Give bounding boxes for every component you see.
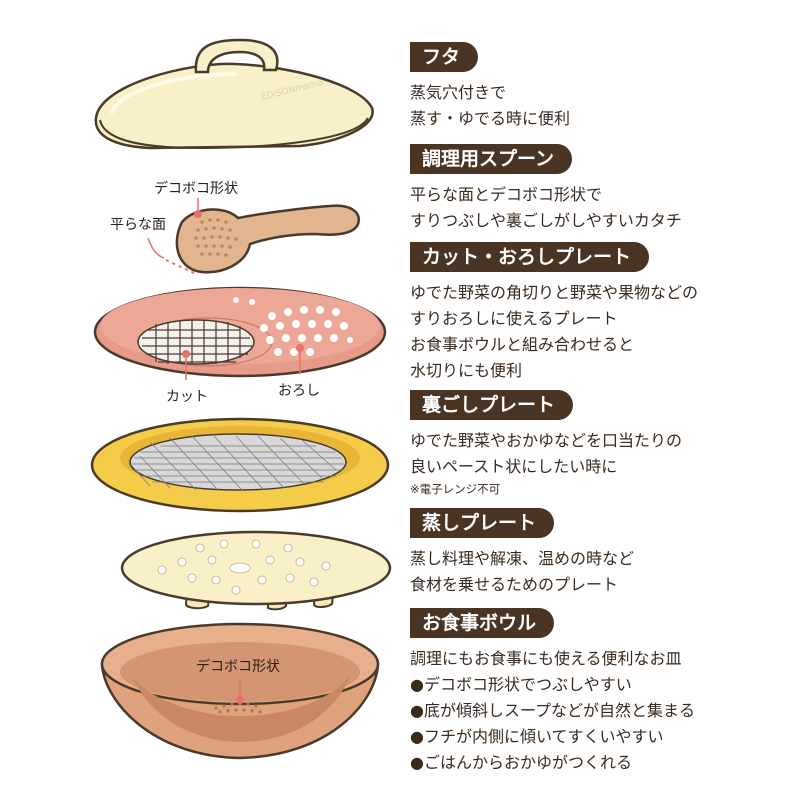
lid-illustration: EDISONmama (94, 38, 374, 150)
section-line: 食材を乗せるためのプレート (410, 575, 619, 594)
section-line: 調理にもお食事にも使える便利なお皿 (410, 649, 682, 668)
spoon-bumpy-label: デコボコ形状 (154, 181, 238, 197)
product-parts-illustration: EDISONmama (90, 38, 392, 760)
spoon-flat-label: 平らな面 (110, 217, 166, 233)
section-title: 調理用スプーン (410, 144, 573, 174)
section-line: すりつぶしや裏ごしがしやすいカタチ (410, 211, 682, 230)
section-line: 蒸気穴付きで (410, 83, 507, 102)
grate-label: おろし (278, 383, 320, 399)
section-title: フタ (410, 42, 479, 72)
section-line: ゆでた野菜やおかゆなどを口当たりの (410, 431, 683, 450)
section-title: カット・おろしプレート (410, 242, 650, 272)
bowl-bumpy-label: デコボコ形状 (196, 659, 280, 675)
section-line: 蒸す・ゆでる時に便利 (410, 109, 571, 128)
section-line: 蒸し料理や解凍、温めの時など (410, 549, 635, 568)
section-spoon: 調理用スプーン 平らな面とデコボコ形状で すりつぶしや裏ごしがしやすいカタチ (410, 144, 790, 234)
steam-plate-illustration (120, 530, 392, 611)
section-title: 裏ごしプレート (410, 390, 574, 420)
section-line: すりおろしに使えるプレート (410, 309, 618, 328)
section-line: 平らな面とデコボコ形状で (410, 185, 603, 204)
section-steam-plate: 蒸しプレート 蒸し料理や解凍、温めの時など 食材を乗せるためのプレート (410, 508, 790, 598)
section-line: ●フチが内側に傾いてすくいやすい (410, 727, 664, 746)
section-sieve-plate: 裏ごしプレート ゆでた野菜やおかゆなどを口当たりの 良いペースト状にしたい時に … (410, 390, 790, 498)
section-cut-grate-plate: カット・おろしプレート ゆでた野菜の角切りと野菜や果物などの すりおろしに使える… (410, 242, 790, 384)
section-title: 蒸しプレート (410, 508, 555, 538)
section-title: お食事ボウル (410, 608, 555, 638)
sieve-plate-illustration (90, 417, 390, 513)
section-bowl: お食事ボウル 調理にもお食事にも使える便利なお皿 ●デコボコ形状でつぶしやすい … (410, 608, 790, 776)
cut-grate-plate-illustration (93, 286, 387, 380)
section-note: ※電子レンジ不可 (410, 482, 501, 496)
bowl-illustration (100, 622, 380, 760)
section-line: ●ごはんからおかゆがつくれる (410, 753, 632, 772)
section-line: ●底が傾斜しスープなどが自然と集まる (410, 701, 696, 720)
section-line: ゆでた野菜の角切りと野菜や果物などの (410, 283, 699, 302)
section-line: 水切りにも便利 (410, 361, 523, 380)
section-lid: フタ 蒸気穴付きで 蒸す・ゆでる時に便利 (410, 42, 790, 132)
cut-label: カット (166, 389, 208, 405)
section-line: 良いペースト状にしたい時に (410, 457, 618, 476)
section-line: お食事ボウルと組み合わせると (410, 335, 635, 354)
spoon-illustration (147, 198, 360, 275)
section-line: ●デコボコ形状でつぶしやすい (410, 675, 632, 694)
